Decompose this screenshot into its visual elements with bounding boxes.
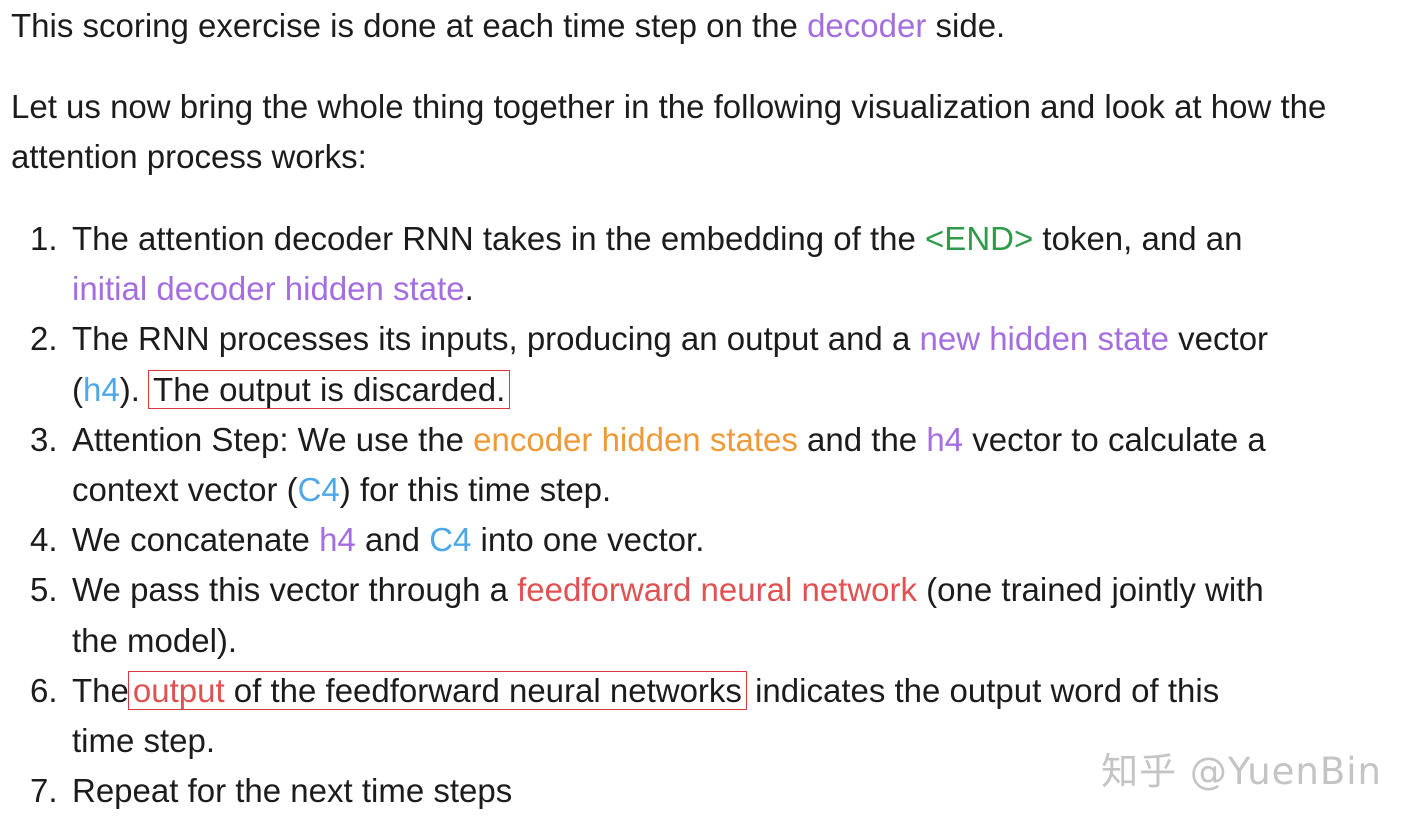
step-text: The <box>72 671 129 709</box>
step-text: . <box>464 270 474 308</box>
step-text: indicates the output word of this <box>745 671 1220 709</box>
intro-paragraph: This scoring exercise is done at each ti… <box>11 1 1005 51</box>
step-text: Attention Step: We use the <box>72 420 474 458</box>
feedforward-network-highlight: feedforward neural network <box>517 571 918 609</box>
list-item: 2. The RNN processes its inputs, produci… <box>0 314 1418 414</box>
step-text: vector to calculate a <box>963 420 1266 458</box>
end-token-highlight: <END> <box>925 220 1034 257</box>
step-text: the model). <box>72 621 238 659</box>
output-discarded-box: The output is discarded. <box>148 369 511 409</box>
step-number: 2. <box>30 320 58 358</box>
step-text: ( <box>72 370 83 408</box>
step-text: and <box>355 521 430 559</box>
step-number: 6. <box>30 671 58 709</box>
step-number: 3. <box>30 420 58 458</box>
step-text: context vector ( <box>72 471 298 509</box>
step-text: of the feedforward neural networks <box>224 671 742 709</box>
list-item: 5. We pass this vector through a feedfor… <box>0 565 1418 665</box>
h4-highlight: h4 <box>83 370 120 408</box>
step-text: ) for this time step. <box>339 471 612 509</box>
step-text: The RNN processes its inputs, producing … <box>72 320 920 358</box>
step-number: 1. <box>30 220 58 257</box>
zhihu-watermark: 知乎 @YuenBin <box>1101 750 1382 793</box>
step-number: 7. <box>30 772 58 810</box>
step-text: into one vector. <box>471 521 705 559</box>
intro-text-end: side. <box>926 7 1006 44</box>
initial-hidden-state-highlight: initial decoder hidden state <box>72 270 465 308</box>
list-item: 3. Attention Step: We use the encoder hi… <box>0 415 1418 515</box>
step-text: token, and an <box>1033 220 1243 257</box>
overview-paragraph: Let us now bring the whole thing togethe… <box>11 88 1327 175</box>
list-item: 1. The attention decoder RNN takes in th… <box>0 214 1418 314</box>
step-text: time step. <box>72 722 216 760</box>
step-text: We concatenate <box>72 521 320 559</box>
intro-text: This scoring exercise is done at each ti… <box>11 7 808 44</box>
step-text: We pass this vector through a <box>72 571 518 609</box>
decoder-highlight: decoder <box>807 7 927 44</box>
step-text: and the <box>797 420 927 458</box>
feedforward-output-box: output of the feedforward neural network… <box>127 670 747 710</box>
h4-highlight: h4 <box>926 420 964 458</box>
encoder-hidden-states-highlight: encoder hidden states <box>473 420 798 458</box>
step-number: 4. <box>30 521 58 559</box>
step-text: The attention decoder RNN takes in the e… <box>72 220 926 257</box>
step-text: ). <box>119 370 150 408</box>
c4-highlight: C4 <box>297 471 340 509</box>
step-text: (one trained jointly with <box>917 571 1264 609</box>
c4-highlight: C4 <box>429 521 472 559</box>
list-item: 7. Repeat for the next time steps <box>0 766 1418 816</box>
new-hidden-state-highlight: new hidden state <box>919 320 1169 358</box>
step-text: Repeat for the next time steps <box>72 772 513 810</box>
h4-highlight: h4 <box>319 521 356 559</box>
output-highlight: output <box>132 671 225 709</box>
step-text: vector <box>1169 320 1269 358</box>
step-number: 5. <box>30 571 58 609</box>
list-item: 4. We concatenate h4 and C4 into one vec… <box>0 515 1418 565</box>
attention-steps-list: 1. The attention decoder RNN takes in th… <box>0 214 1418 816</box>
